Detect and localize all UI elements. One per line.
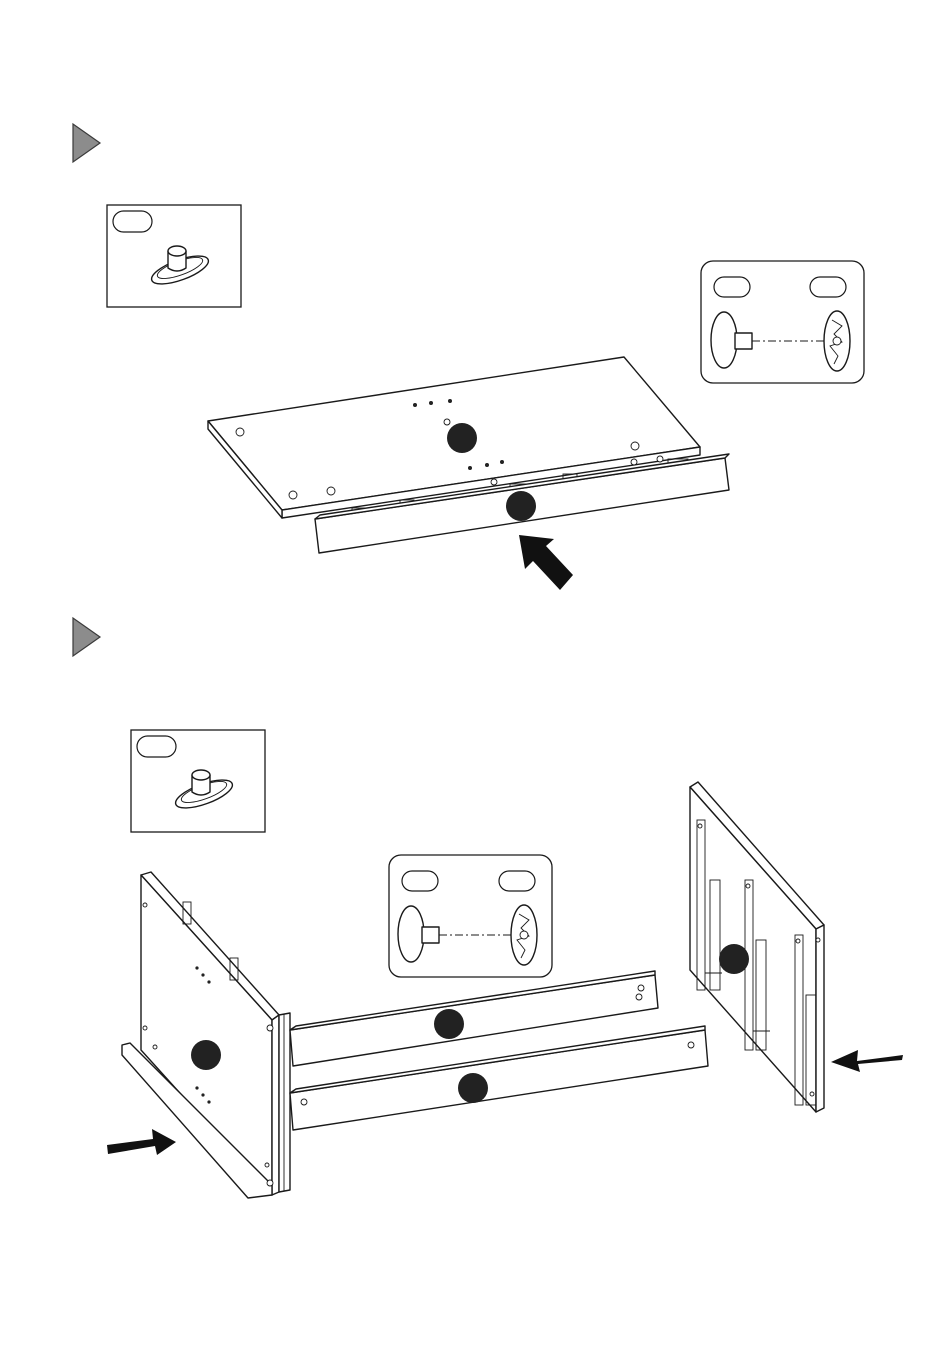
insert-arrow-left xyxy=(107,1129,176,1155)
step-2-detail-box xyxy=(389,855,552,977)
step-2-marker xyxy=(73,618,100,656)
detail-label-oval-right xyxy=(499,871,535,891)
step-2 xyxy=(73,618,903,1198)
step-1 xyxy=(73,124,864,590)
detail-label-oval-left xyxy=(402,871,438,891)
part-badge xyxy=(719,944,749,974)
cam-lock-icon xyxy=(511,905,537,965)
left-side-panel xyxy=(122,872,290,1198)
cam-lock-icon xyxy=(824,311,850,371)
detail-label-oval-left xyxy=(714,277,750,297)
insert-arrow xyxy=(519,535,573,590)
step-1-parts-box xyxy=(107,205,241,307)
part-badge xyxy=(191,1040,221,1070)
part-badge xyxy=(458,1073,488,1103)
right-side-panel xyxy=(690,782,824,1112)
part-badge xyxy=(447,423,477,453)
part-badge xyxy=(506,491,536,521)
detail-label-oval-right xyxy=(810,277,846,297)
step-2-parts-box xyxy=(131,730,265,832)
part-badge xyxy=(434,1009,464,1039)
part-label-oval xyxy=(137,736,176,757)
insert-arrow-right xyxy=(831,1050,903,1072)
step-1-marker xyxy=(73,124,100,162)
step-1-detail-box xyxy=(701,261,864,383)
part-label-oval xyxy=(113,211,152,232)
